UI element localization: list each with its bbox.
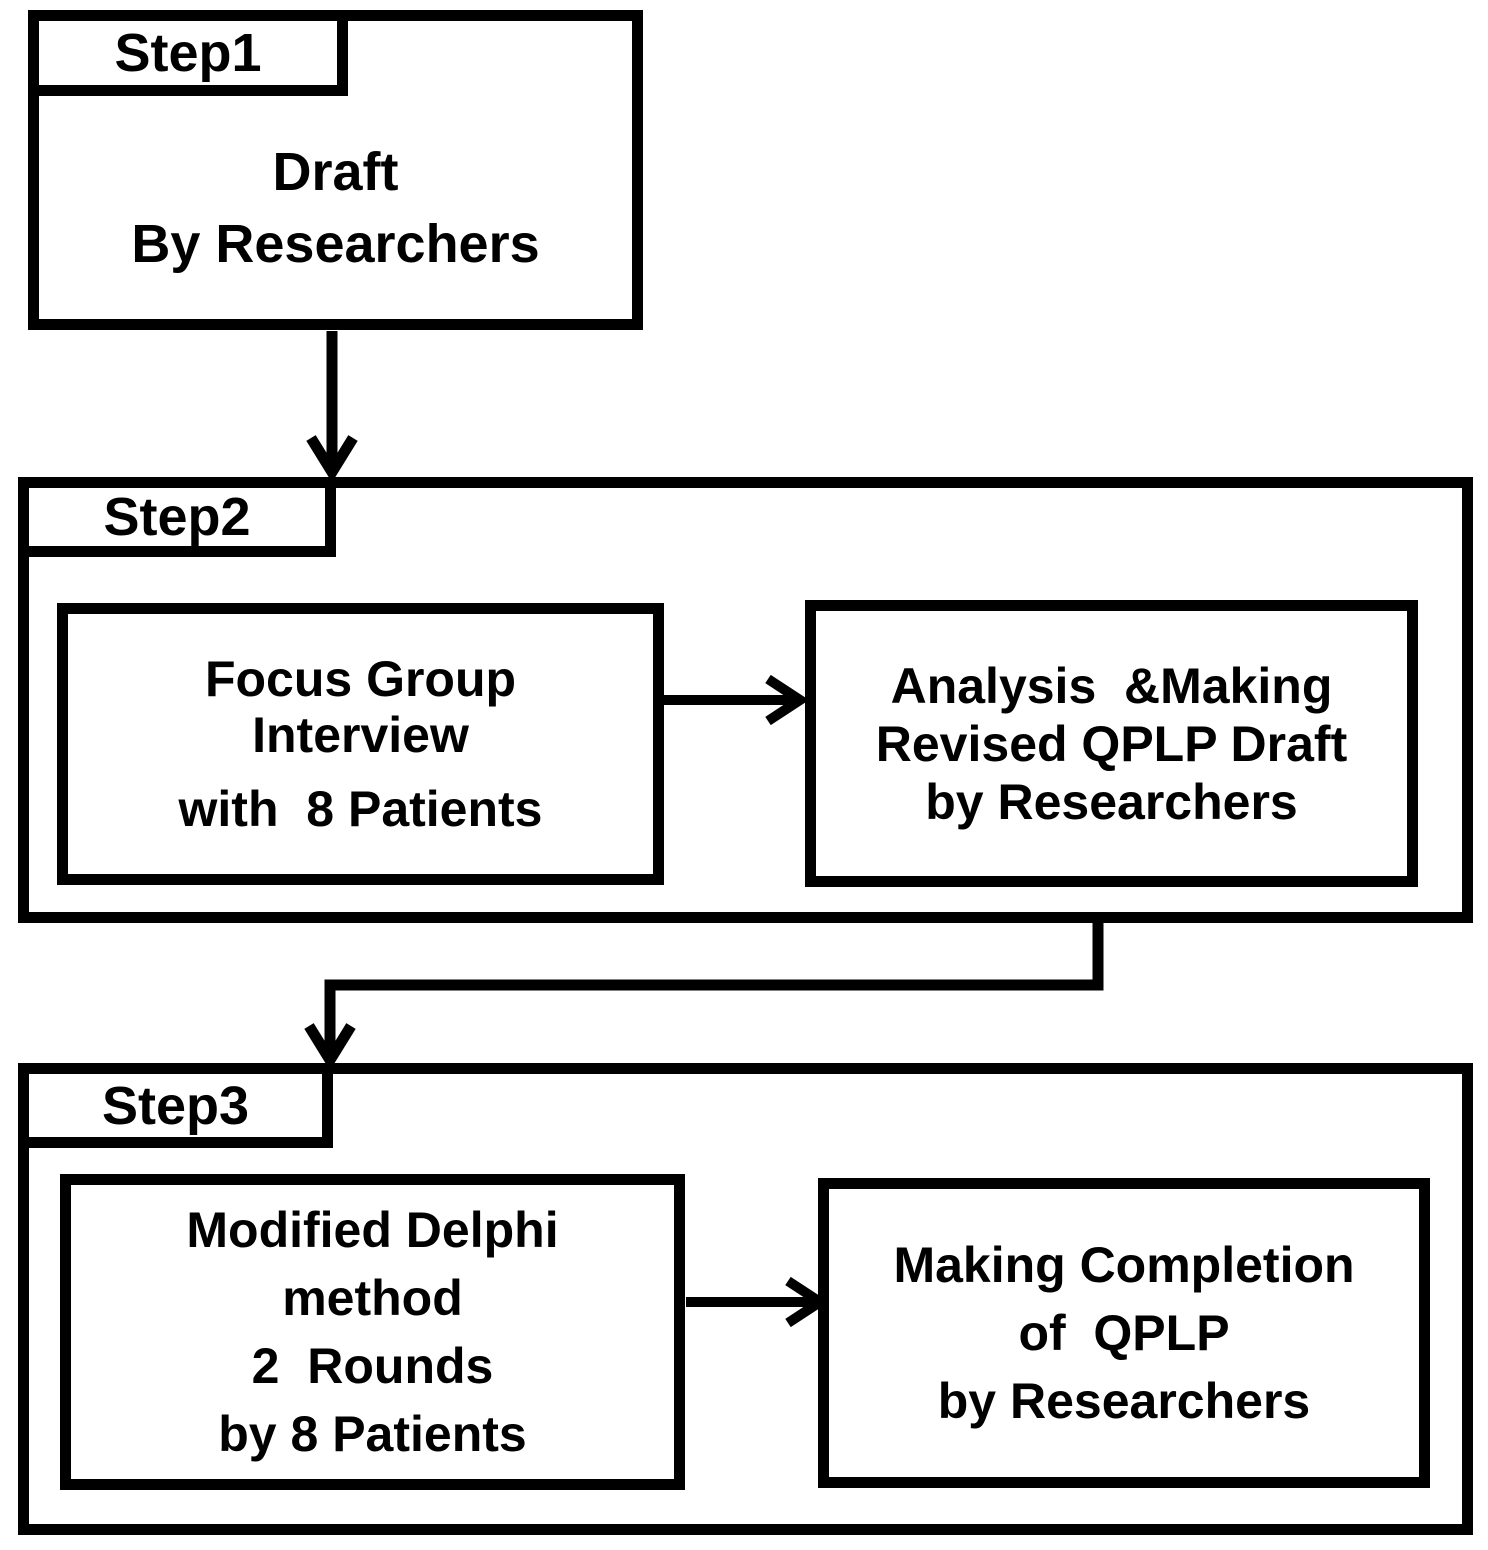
step2-focus-group-content: Focus Group Interview with 8 Patients (68, 614, 653, 874)
step2-analysis-content: Analysis &Making Revised QPLP Draft by R… (816, 611, 1407, 876)
arrow-delphi-to-completion-icon (686, 1276, 828, 1328)
step3-left-text-line: Modified Delphi (186, 1202, 559, 1258)
step1-tab: Step1 (28, 10, 348, 96)
step2-left-text-line: Focus Group (204, 651, 517, 707)
step2-left-text-line: with 8 Patients (178, 781, 543, 837)
step1-text-line: By Researchers (131, 213, 540, 274)
step3-delphi-content: Modified Delphi method 2 Rounds by 8 Pat… (71, 1185, 674, 1479)
step3-delphi-box (60, 1174, 685, 1490)
step3-left-text-line: by 8 Patients (218, 1406, 527, 1462)
step2-right-text-line: by Researchers (925, 773, 1298, 830)
step2-focus-group-box (57, 603, 664, 885)
arrow-focus-to-analysis-icon (662, 674, 808, 726)
step2-tab: Step2 (18, 477, 336, 557)
step1-text-line: Draft (272, 141, 399, 202)
step2-right-text-line: Revised QPLP Draft (875, 715, 1348, 772)
step3-tab: Step3 (18, 1063, 333, 1148)
step2-analysis-box (805, 600, 1418, 887)
connector-step2-to-step3-icon (304, 920, 1104, 1066)
step3-right-text-line: by Researchers (937, 1373, 1311, 1429)
step3-right-text-line: Making Completion (893, 1237, 1355, 1293)
step3-completion-box (818, 1178, 1430, 1488)
step3-left-text-line: 2 Rounds (251, 1338, 494, 1394)
step1-content: Draft By Researchers (39, 96, 632, 319)
step2-right-text-line: Analysis &Making (890, 657, 1333, 714)
step3-left-text-line: method (282, 1270, 463, 1326)
arrow-step1-to-step2-icon (306, 331, 358, 479)
step3-completion-content: Making Completion of QPLP by Researchers (829, 1189, 1419, 1477)
step2-left-text-line: Interview (252, 707, 469, 763)
step3-right-text-line: of QPLP (1018, 1305, 1230, 1361)
